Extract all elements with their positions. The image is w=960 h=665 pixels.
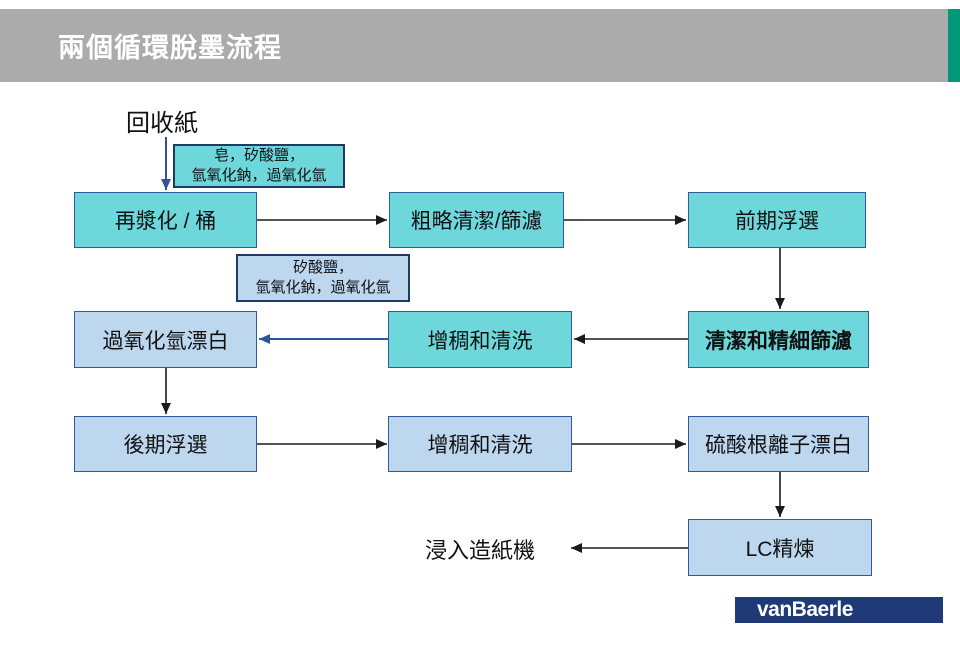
chem-label-1: 皂，矽酸鹽， 氫氧化鈉，過氧化氫 — [173, 144, 345, 188]
header-accent-strip — [948, 9, 960, 82]
vanbaerle-logo: vanBaerle — [735, 597, 943, 623]
page-title: 兩個循環脫墨流程 — [58, 33, 282, 63]
flow-box-fine-screening: 清潔和精細篩濾 — [688, 311, 869, 368]
flow-box-lc-refining: LC精煉 — [688, 519, 872, 576]
vanbaerle-logo-text: vanBaerle — [757, 598, 853, 621]
flow-box-peroxide-bleaching: 過氧化氫漂白 — [74, 311, 257, 368]
flow-box-thickening-washing-1: 增稠和清洗 — [388, 311, 572, 368]
node-recycled-paper: 回收紙 — [126, 110, 198, 137]
flow-box-post-flotation: 後期浮選 — [74, 416, 257, 472]
header-bar: 兩個循環脫墨流程 — [0, 9, 948, 82]
flow-box-repulping: 再漿化 / 桶 — [74, 192, 257, 248]
chem-label-1-line2: 氫氧化鈉，過氧化氫 — [191, 167, 327, 184]
chem-label-2-line1: 矽酸鹽， — [292, 259, 353, 276]
chem-label-2-line2: 氫氧化鈉，過氧化氫 — [255, 279, 391, 296]
flow-box-pre-flotation: 前期浮選 — [688, 192, 866, 248]
chem-label-1-line1: 皂，矽酸鹽， — [213, 147, 304, 164]
flow-box-coarse-screening: 粗略清潔/篩濾 — [389, 192, 564, 248]
flow-box-dithionite-bleaching: 硫酸根離子漂白 — [688, 416, 869, 472]
node-paper-machine: 浸入造紙機 — [424, 538, 535, 563]
flow-box-thickening-washing-2: 增稠和清洗 — [388, 416, 572, 472]
chem-label-2: 矽酸鹽， 氫氧化鈉，過氧化氫 — [236, 254, 410, 302]
